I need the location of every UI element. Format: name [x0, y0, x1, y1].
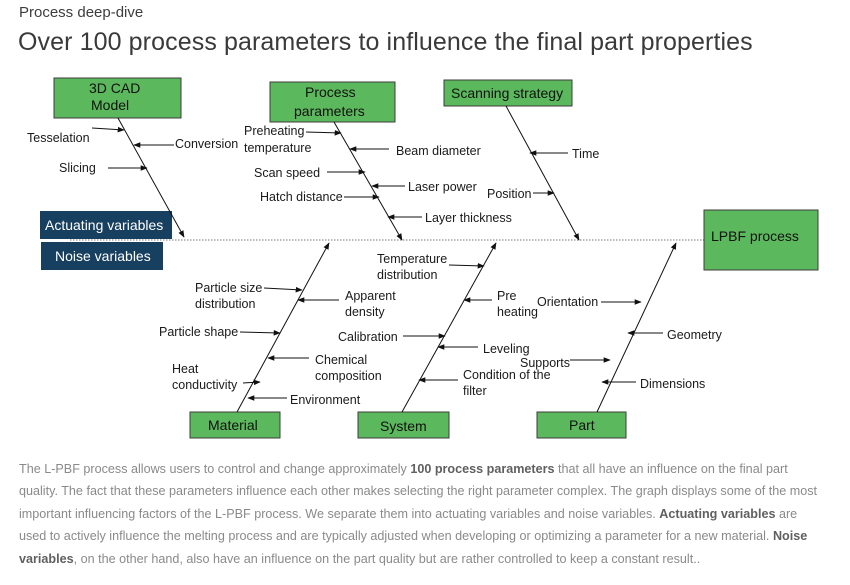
cause-orientation: Orientation	[537, 295, 598, 309]
cause-chemical-composition-line1: Chemical	[315, 353, 367, 367]
category-system-label: System	[380, 418, 427, 434]
cause-beam-diameter: Beam diameter	[396, 144, 481, 158]
category-process-line1: Process	[305, 84, 356, 100]
description-text-1: The L-PBF process allows users to contro…	[19, 462, 411, 476]
cause-time: Time	[572, 147, 599, 161]
bone-system	[401, 242, 497, 413]
cause-temperature-distribution-line1: Temperature	[377, 252, 447, 266]
cause-particle-size-line1: Particle size	[195, 281, 262, 295]
category-material-box: Material	[189, 411, 281, 439]
cause-tesselation: Tesselation	[27, 131, 90, 145]
cause-dimensions: Dimensions	[640, 377, 705, 391]
cause-geometry: Geometry	[667, 328, 723, 342]
category-scanning-label: Scanning strategy	[451, 85, 563, 101]
bone-process	[333, 121, 403, 241]
cause-layer-thickness: Layer thickness	[425, 211, 512, 225]
description-text-3: are used to actively influence the melti…	[19, 506, 798, 544]
cause-heat-conductivity-line2: conductivity	[172, 378, 238, 392]
arrow-particle-shape	[239, 330, 281, 336]
category-cad-box: 3D CAD Model	[53, 77, 182, 119]
cause-particle-shape: Particle shape	[159, 325, 238, 339]
cause-particle-size-line2: distribution	[195, 297, 255, 311]
cause-scan-speed: Scan speed	[254, 166, 320, 180]
cause-environment: Environment	[290, 393, 361, 407]
cause-conversion: Conversion	[175, 137, 238, 151]
bone-scanning	[505, 105, 580, 241]
category-part-box: Part	[536, 411, 627, 439]
cause-hatch-distance: Hatch distance	[260, 190, 343, 204]
description-text-2: that all have an influence on the final …	[19, 462, 818, 521]
actuating-variables-label: Actuating variables	[45, 217, 163, 233]
cause-laser-power: Laser power	[408, 180, 477, 194]
bone-part	[596, 242, 677, 413]
cause-slicing: Slicing	[59, 161, 96, 175]
bone-cad	[117, 117, 185, 238]
description-paragraph: The L-PBF process allows users to contro…	[19, 458, 819, 570]
page-title: Over 100 process parameters to influence…	[18, 28, 753, 56]
category-cad-line1: 3D CAD	[89, 80, 140, 96]
noise-variables-tag: Noise variables	[41, 242, 163, 270]
cause-apparent-density-line1: Apparent	[345, 289, 396, 303]
description-text-4: , on the other hand, also have an influe…	[73, 551, 701, 566]
cause-temperature-distribution-line2: distribution	[377, 268, 437, 282]
fishbone-diagram: LPBF process Actuating variables Noise v…	[27, 77, 819, 439]
bone-material	[236, 242, 330, 413]
description-bold-100-parameters: 100 process parameters	[410, 462, 555, 476]
arrow-temperature-distribution	[448, 263, 485, 269]
cause-chemical-composition-line2: composition	[315, 369, 382, 383]
description-bold-noise: Noise variables	[19, 529, 808, 566]
cause-position: Position	[487, 187, 532, 201]
eyebrow-label: Process deep-dive	[19, 4, 144, 21]
effect-box: LPBF process	[703, 209, 819, 271]
cause-apparent-density-line2: density	[345, 305, 385, 319]
category-cad-line2: Model	[91, 97, 129, 113]
cause-supports: Supports	[520, 356, 570, 370]
category-material-label: Material	[208, 417, 258, 433]
arrow-particle-size	[263, 286, 303, 293]
category-scanning-box: Scanning strategy	[443, 79, 573, 107]
cause-filter-condition-line1: Condition of the	[463, 368, 551, 382]
cause-preheating-line2: temperature	[244, 141, 311, 155]
cause-calibration: Calibration	[338, 330, 398, 344]
category-part-label: Part	[569, 417, 595, 433]
cause-heat-conductivity-line1: Heat	[172, 362, 199, 376]
noise-variables-label: Noise variables	[55, 248, 151, 264]
category-process-box: Process parameters	[269, 81, 396, 123]
effect-label: LPBF process	[711, 228, 799, 244]
cause-filter-condition-line2: filter	[463, 384, 487, 398]
category-process-line2: parameters	[294, 103, 365, 119]
cause-leveling: Leveling	[483, 342, 530, 356]
cause-pre-heating-line1: Pre	[497, 289, 517, 303]
cause-preheating-line1: Preheating	[244, 124, 305, 138]
actuating-variables-tag: Actuating variables	[40, 211, 172, 239]
arrow-heat-conductivity	[242, 379, 261, 386]
arrow-tesselation	[91, 126, 125, 133]
description-bold-actuating: Actuating variables	[659, 506, 776, 521]
arrow-preheating	[305, 130, 342, 136]
category-system-box: System	[357, 411, 450, 439]
cause-pre-heating-line2: heating	[497, 305, 538, 319]
